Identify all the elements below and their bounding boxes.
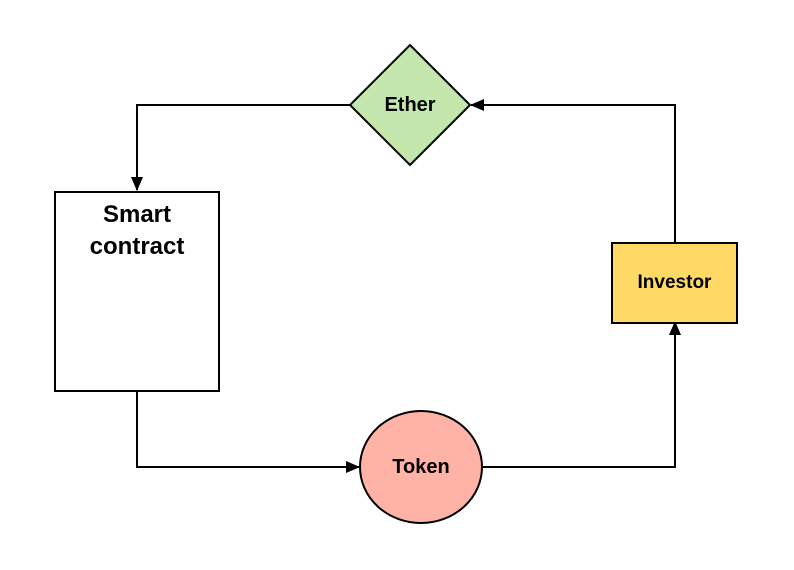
ether-diamond-shape [348,43,472,167]
edge-ether-to-smart-contract [131,104,350,191]
token-circle-shape [359,410,483,524]
edge-investor-to-ether [470,99,676,243]
investor-rect-shape [611,242,738,324]
edge-token-to-investor [482,321,681,468]
smart-contract-rect-shape [54,191,220,392]
edge-smart-contract-to-token [136,391,360,473]
